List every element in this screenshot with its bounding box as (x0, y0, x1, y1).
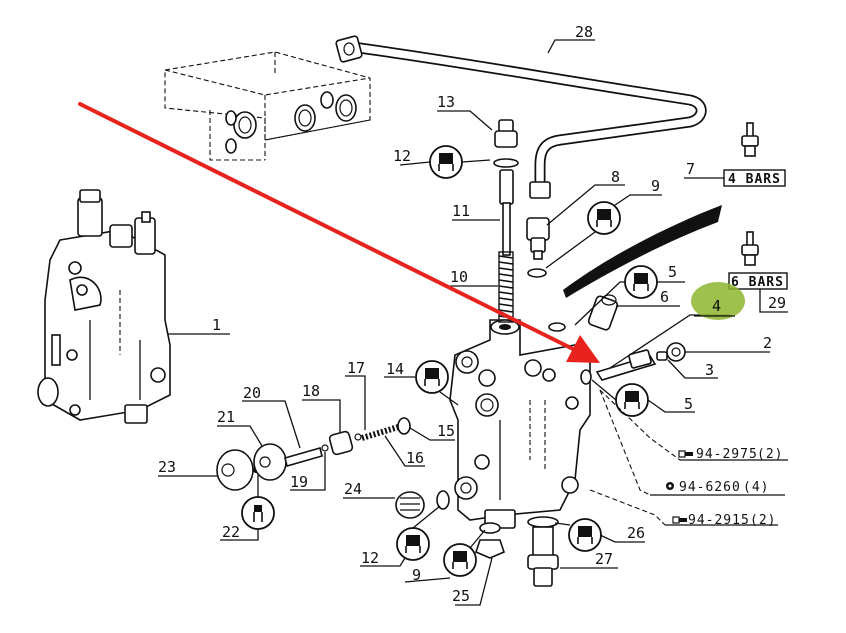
part-reference-94-6260: 94-6260 (4) (666, 480, 769, 495)
svg-text:(4): (4) (743, 480, 769, 495)
svg-text:6 BARS: 6 BARS (731, 275, 784, 290)
washer-icon (666, 482, 674, 490)
callout-16: 16 (406, 449, 424, 467)
callout-28: 28 (575, 23, 593, 41)
svg-text:94-2915: 94-2915 (688, 513, 750, 528)
callout-13: 13 (437, 93, 455, 111)
callout-14: 14 (386, 360, 404, 378)
valve-body-15 (449, 319, 591, 529)
highlight-marker (691, 282, 745, 320)
seal-kit-symbols (241, 145, 658, 577)
bolt-icon (678, 450, 693, 458)
plug-25 (475, 522, 505, 559)
pressure-switch-4bar (741, 122, 759, 157)
plunger-4 (580, 349, 657, 385)
callout-15: 15 (437, 422, 455, 440)
callout-2: 2 (763, 334, 772, 352)
valve-assembly-1 (37, 189, 171, 424)
callout-5b: 5 (684, 395, 693, 413)
callout-11: 11 (452, 202, 470, 220)
svg-text:4 BARS: 4 BARS (728, 172, 781, 187)
spring-10 (498, 251, 514, 323)
pipe-28 (335, 35, 707, 199)
hose (563, 205, 722, 298)
callout-17: 17 (347, 359, 365, 377)
callout-3: 3 (705, 361, 714, 379)
callout-21: 21 (217, 408, 235, 426)
mounting-block-outline (164, 51, 371, 161)
callout-6: 6 (660, 288, 669, 306)
callout-18: 18 (302, 382, 320, 400)
svg-text:(2): (2) (750, 513, 776, 528)
seal-kit-icon (429, 145, 463, 179)
pressure-label-4-bars: 4 BARS (723, 169, 786, 187)
callout-22: 22 (222, 523, 240, 541)
sensor-6 (548, 294, 619, 332)
callout-23: 23 (158, 458, 176, 476)
seal-kit-icon (568, 518, 602, 552)
callout-labels: 1 2 3 4 5 5 6 7 8 9 9 10 11 12 12 13 14 … (158, 23, 786, 605)
callout-9a: 9 (651, 177, 660, 195)
red-arrow-annotation (78, 102, 600, 363)
svg-text:94-2975: 94-2975 (696, 447, 758, 462)
seal-kit-icon (587, 201, 621, 235)
callout-8: 8 (611, 168, 620, 186)
callout-12b: 12 (361, 549, 379, 567)
sensor-8 (526, 217, 550, 278)
callout-9b: 9 (412, 566, 421, 584)
callout-26: 26 (627, 524, 645, 542)
plug-24 (395, 490, 450, 519)
callout-29: 29 (768, 294, 786, 312)
seal-kit-icon (443, 543, 477, 577)
callout-12a: 12 (393, 147, 411, 165)
seal-kit-icon (396, 527, 430, 561)
callout-7: 7 (686, 160, 695, 178)
seal-kit-icon (241, 496, 275, 530)
callout-20: 20 (243, 384, 261, 402)
callout-1: 1 (212, 316, 221, 334)
callout-5a: 5 (668, 263, 677, 281)
pressure-label-6-bars: 6 BARS (728, 272, 788, 290)
svg-text:(2): (2) (757, 447, 783, 462)
callout-27: 27 (595, 550, 613, 568)
part-reference-94-2975: 94-2975 (2) (678, 447, 783, 462)
part-reference-94-2915: 94-2915 (2) (672, 513, 776, 528)
seal-kit-icon (615, 383, 649, 417)
fitting-27 (527, 516, 559, 587)
plug-2 (656, 342, 686, 362)
pressure-switch-6bar (741, 231, 759, 266)
bolt-icon (672, 516, 687, 524)
callout-4-highlighted: 4 (712, 297, 721, 315)
svg-text:94-6260: 94-6260 (679, 480, 741, 495)
callout-10: 10 (450, 268, 468, 286)
leader-lines (158, 39, 788, 606)
callout-19: 19 (290, 473, 308, 491)
fitting-13 (493, 119, 519, 256)
spool-parts (216, 417, 411, 491)
callout-25: 25 (452, 587, 470, 605)
callout-24: 24 (344, 480, 362, 498)
seal-kit-icon (624, 265, 658, 299)
seal-kit-icon (415, 360, 449, 394)
